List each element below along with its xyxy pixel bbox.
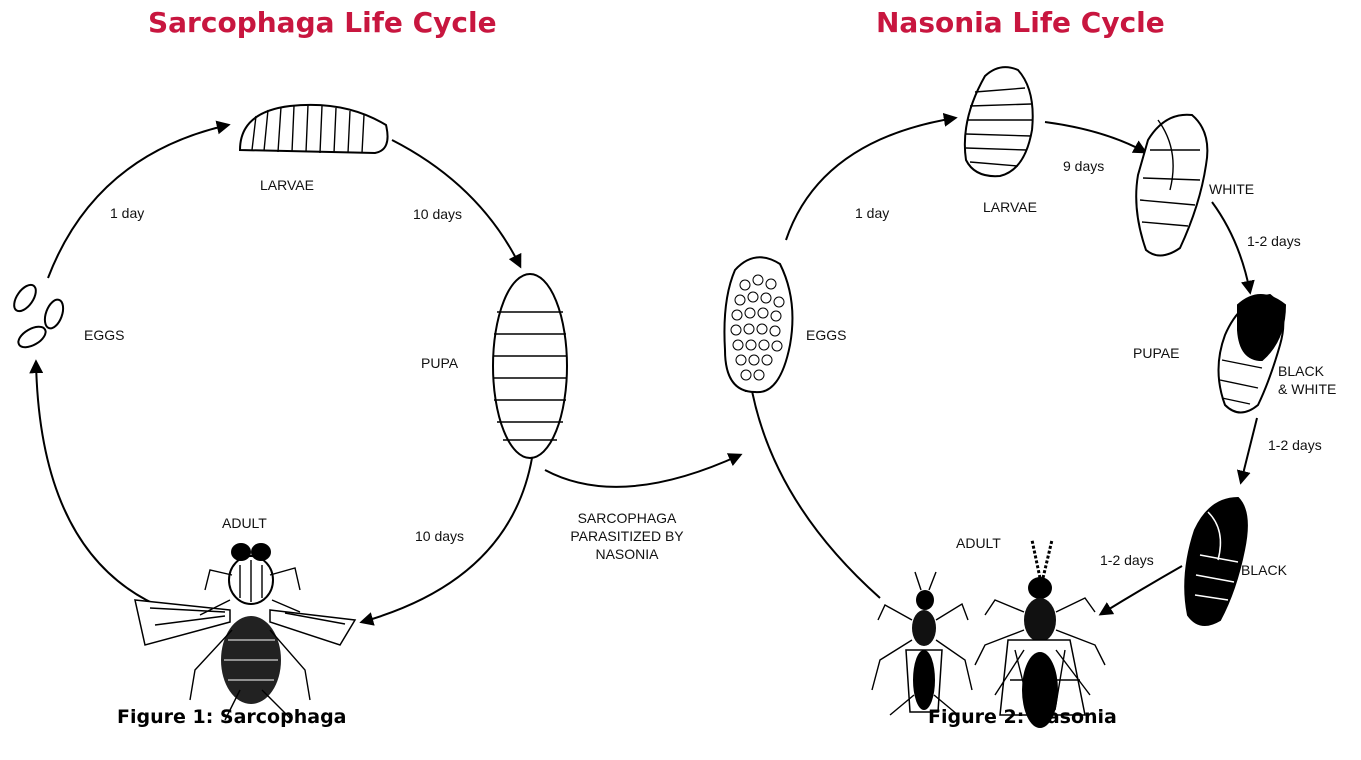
parasitized-label: SARCOPHAGA PARASITIZED BY NASONIA — [567, 509, 687, 563]
nasonia-eggs-to-larvae-duration: 1 day — [855, 204, 889, 222]
nasonia-black-white-label: BLACK & WHITE — [1278, 362, 1336, 398]
arrow-parasitized — [545, 455, 740, 487]
arrow-n-black-to-adult — [1101, 566, 1182, 614]
parasitized-line-3: NASONIA — [567, 545, 687, 563]
arrow-n-bw-to-black — [1241, 418, 1257, 482]
arrow-n-white-to-bw — [1212, 202, 1250, 292]
sarcophaga-larvae-label: LARVAE — [260, 176, 314, 194]
nasonia-white-pupa-icon — [1136, 115, 1207, 256]
nasonia-black-pupa-icon — [1185, 498, 1247, 625]
sarcophaga-adult-icon — [135, 543, 355, 720]
figure-1-caption: Figure 1: Sarcophaga — [117, 706, 346, 728]
nasonia-larvae-to-white-duration: 9 days — [1063, 157, 1104, 175]
parasitized-line-1: SARCOPHAGA — [567, 509, 687, 527]
nasonia-larvae-label: LARVAE — [983, 198, 1037, 216]
nasonia-black-white-pupa-icon — [1219, 295, 1286, 413]
sarcophaga-eggs-label: EGGS — [84, 326, 124, 344]
sarcophaga-eggs-icon — [10, 281, 67, 351]
arrow-larvae-to-pupa — [392, 140, 520, 266]
nasonia-larvae-icon — [965, 67, 1033, 176]
nasonia-adult-male-icon — [872, 572, 972, 715]
nasonia-white-label: WHITE — [1209, 180, 1254, 198]
nasonia-pupae-label: PUPAE — [1133, 344, 1179, 362]
arrow-n-larvae-to-white — [1045, 122, 1145, 152]
parasitized-line-2: PARASITIZED BY — [567, 527, 687, 545]
nasonia-eggs-icon — [724, 257, 792, 392]
sarcophaga-pupa-label: PUPA — [421, 354, 458, 372]
figure-2-caption: Figure 2: Nasonia — [928, 706, 1117, 728]
nasonia-adult-label: ADULT — [956, 534, 1001, 552]
nasonia-black-white-line-2: & WHITE — [1278, 380, 1336, 398]
nasonia-black-label: BLACK — [1241, 561, 1287, 579]
sarcophaga-adult-label: ADULT — [222, 514, 267, 532]
sarcophaga-pupa-to-adult-duration: 10 days — [415, 527, 464, 545]
nasonia-black-to-adult-duration: 1-2 days — [1100, 551, 1154, 569]
nasonia-adult-female-icon — [975, 540, 1105, 728]
nasonia-eggs-label: EGGS — [806, 326, 846, 344]
nasonia-black-white-line-1: BLACK — [1278, 362, 1336, 380]
arrow-n-adult-to-eggs — [750, 380, 880, 598]
arrow-eggs-to-larvae — [48, 125, 228, 278]
sarcophaga-eggs-to-larvae-duration: 1 day — [110, 204, 144, 222]
arrow-adult-to-eggs — [36, 362, 168, 610]
nasonia-white-to-bw-duration: 1-2 days — [1247, 232, 1301, 250]
sarcophaga-larvae-icon — [240, 105, 388, 153]
sarcophaga-larvae-to-pupa-duration: 10 days — [413, 205, 462, 223]
nasonia-bw-to-black-duration: 1-2 days — [1268, 436, 1322, 454]
sarcophaga-pupa-icon — [493, 274, 567, 458]
